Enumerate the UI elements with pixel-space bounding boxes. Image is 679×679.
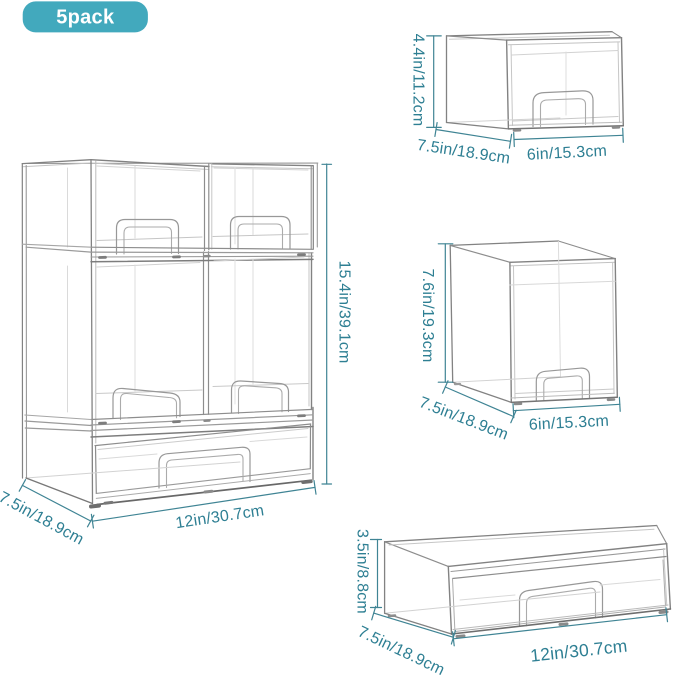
svg-text:5pack: 5pack — [56, 7, 115, 29]
svg-text:6in/15.3cm: 6in/15.3cm — [526, 143, 607, 164]
svg-text:3.5in/8.8cm: 3.5in/8.8cm — [353, 529, 370, 614]
svg-text:6in/15.3cm: 6in/15.3cm — [528, 413, 609, 434]
svg-text:4.4in/11.2cm: 4.4in/11.2cm — [409, 34, 426, 127]
svg-text:15.4in/39.1cm: 15.4in/39.1cm — [335, 260, 352, 363]
svg-text:7.6in/19.3cm: 7.6in/19.3cm — [419, 268, 436, 362]
